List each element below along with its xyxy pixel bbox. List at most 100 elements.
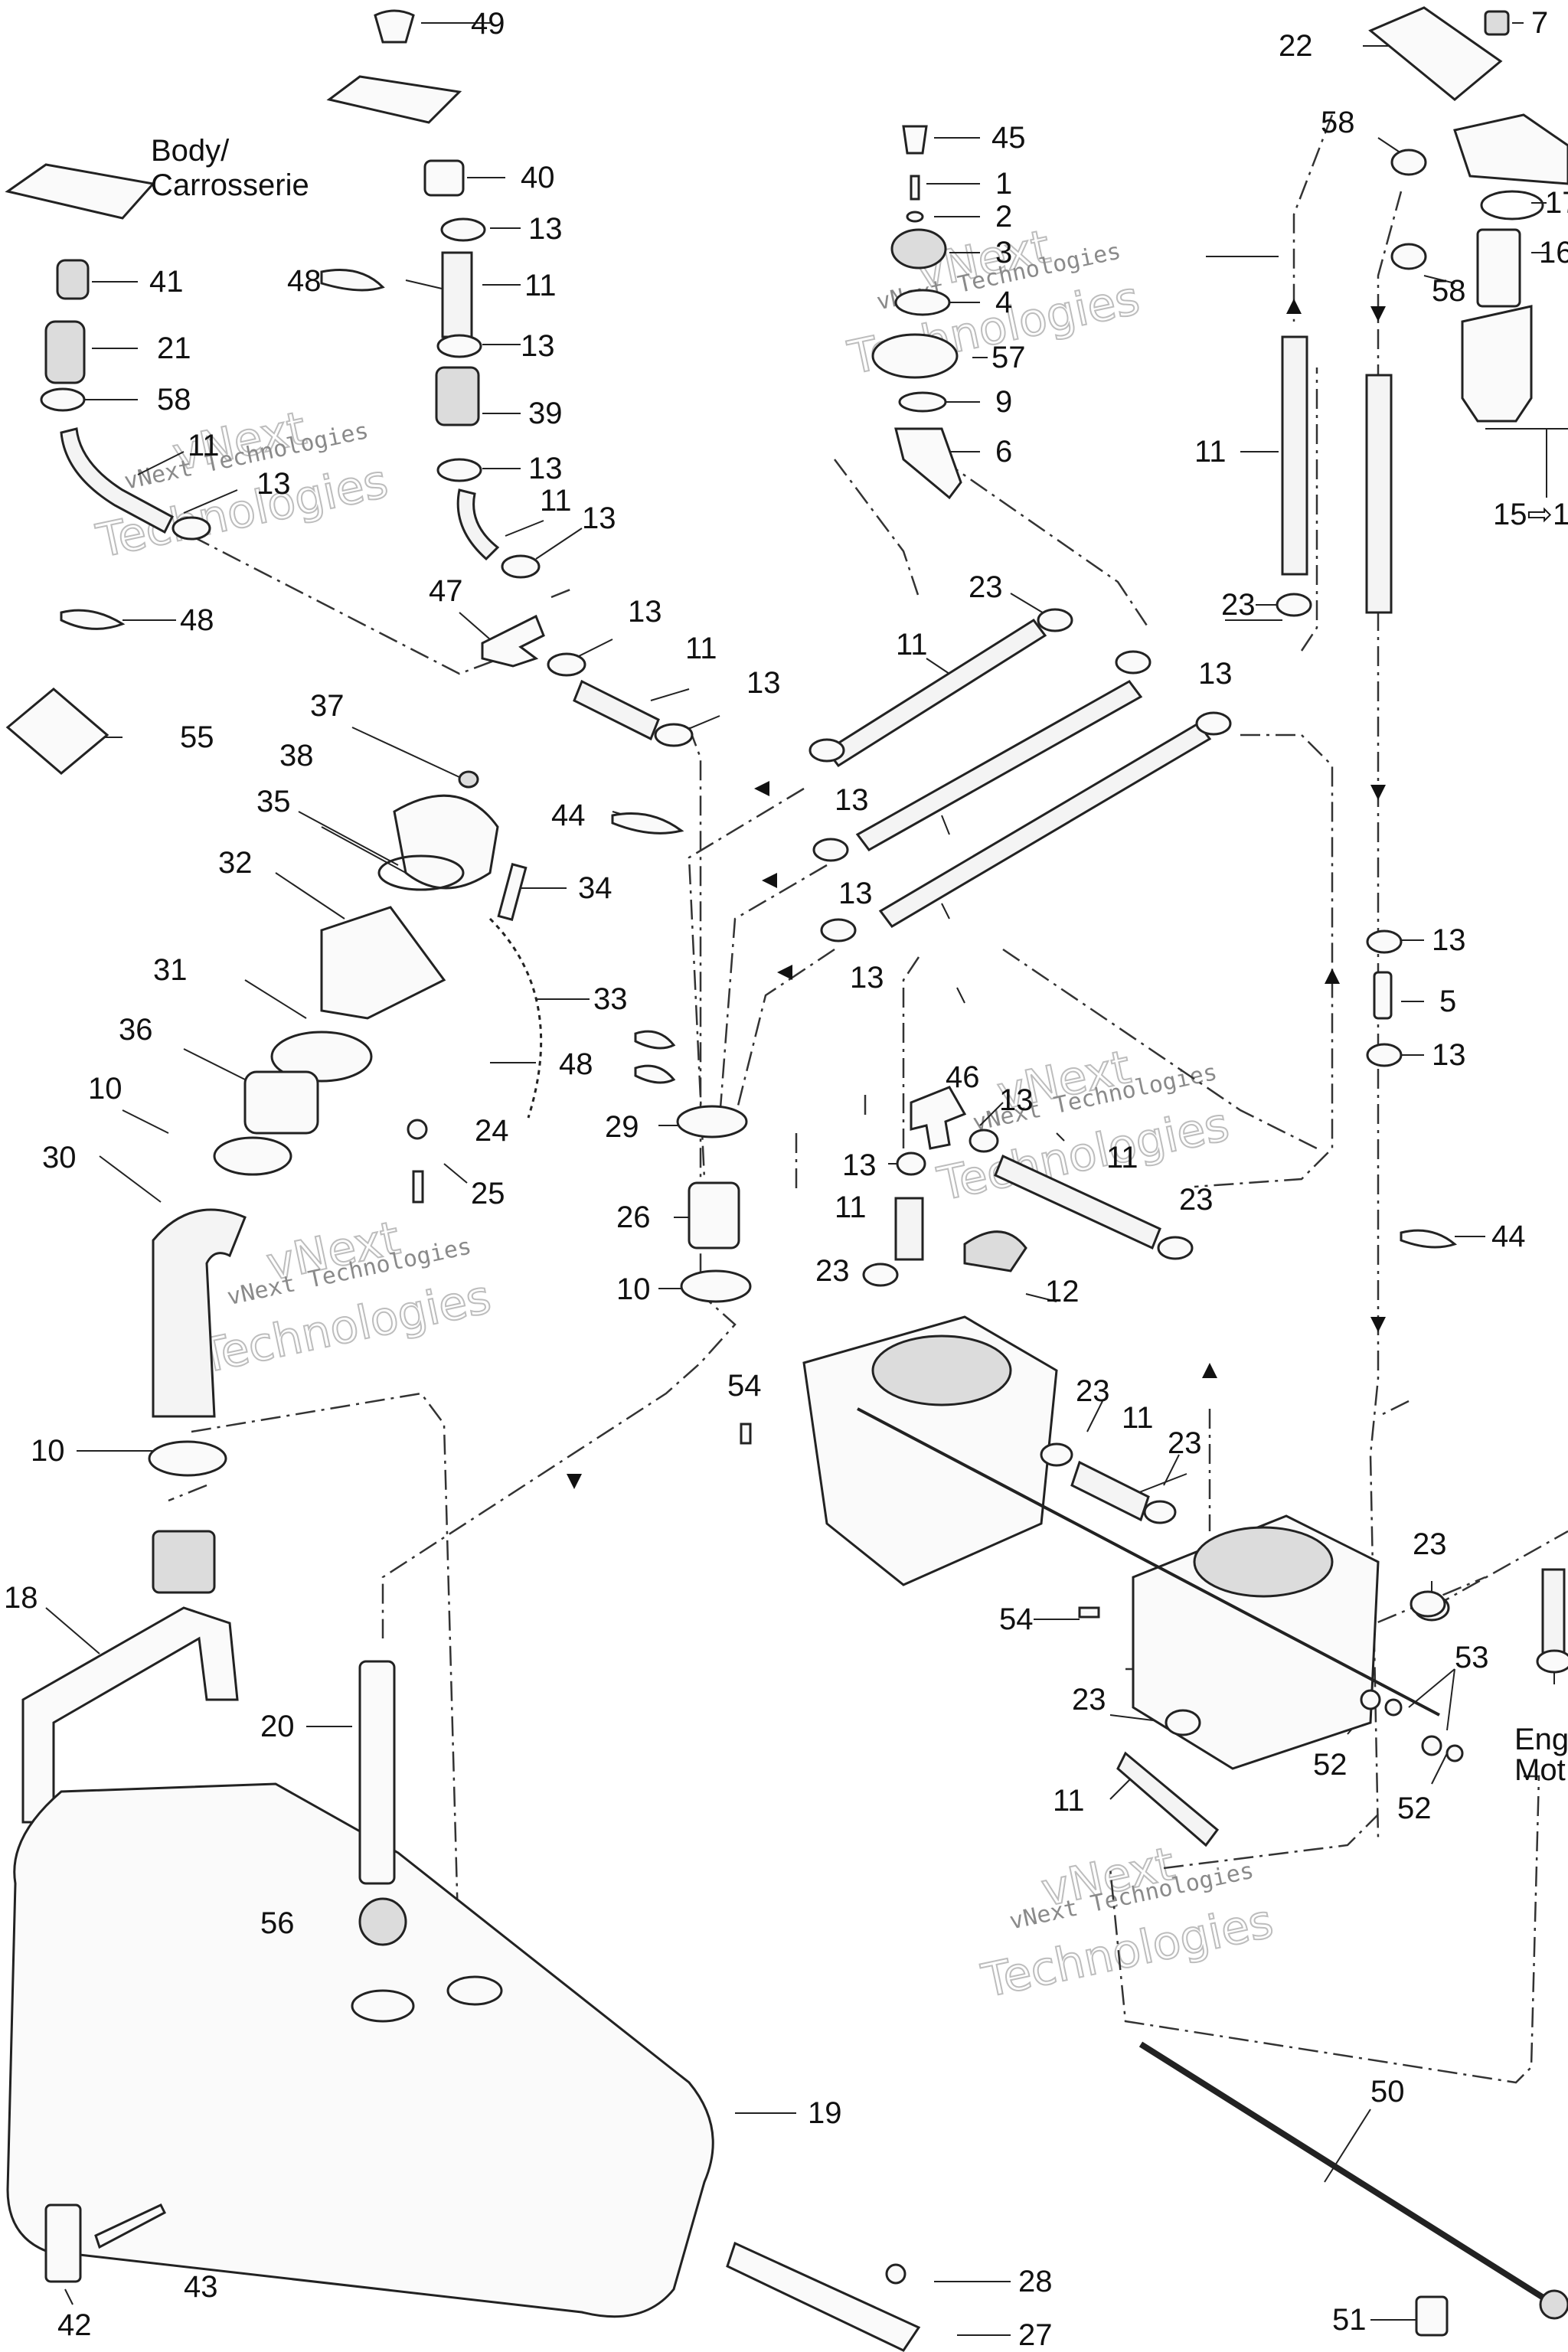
carburetor-throat [1193,1526,1334,1598]
body-plate [5,163,155,220]
fuel-filter-head [1453,113,1568,185]
callout: 11 [1053,1784,1085,1818]
callout: 40 [521,161,555,194]
filler-neck-32 [320,906,446,1020]
pin-54 [1078,1606,1100,1619]
callout: 1 [995,167,1012,201]
clip-42 [44,2203,82,2283]
callout: 13 [1432,1038,1466,1072]
clamp-13 [820,918,857,942]
plug-37 [458,770,479,789]
valve-6 [894,427,962,500]
knob-3 [890,228,947,270]
body-plate [326,75,462,124]
vent-cap [374,9,415,44]
flow-arrow-down [1370,1317,1386,1332]
pin-54 [740,1423,752,1445]
tie-48 [634,1064,676,1084]
flow-arrow-up [1202,1363,1217,1378]
clamp-23 [1165,1709,1201,1736]
hose-11 [1281,335,1308,576]
callout: 7 [1531,6,1548,40]
callout: 39 [528,397,563,430]
callout: 54 [727,1369,762,1403]
connector [152,1530,216,1594]
flow-arrow-up [1325,969,1340,984]
callout: 58 [1321,106,1355,139]
callout: 23 [1072,1683,1106,1717]
tee-47 [481,614,545,668]
callout: 23 [1179,1183,1214,1217]
washer-2 [906,211,924,223]
cable-50 [1138,2041,1557,2308]
callout: 18 [4,1581,38,1615]
clamp-23 [1040,1442,1073,1467]
callout: 13 [838,877,873,910]
screw-34 [497,863,528,921]
clip-12 [963,1230,1027,1272]
callout: 26 [616,1200,651,1234]
o-ring-35 [377,854,465,891]
gasket-31 [270,1031,373,1083]
grommet-41 [56,259,90,300]
flow-arrow-left [754,781,769,796]
check-valve-21 [44,320,86,384]
clamp-13 [969,1129,999,1153]
o-ring-17 [1480,190,1544,220]
callout: 13 [850,961,884,995]
fuel-flow-lines [168,114,1568,2084]
callout: 11 [1106,1141,1138,1174]
callout: 25 [471,1177,505,1210]
fuel-tank-19 [6,1782,714,2318]
callout: 10 [616,1272,651,1306]
callout: 36 [119,1013,153,1047]
clamp-10 [148,1440,227,1477]
callout: 52 [1397,1792,1432,1825]
hose-30 [152,1208,247,1418]
clamp-13 [440,217,486,242]
callout: 48 [180,603,214,637]
clamp-58 [40,387,86,412]
callout: 13 [1198,657,1233,691]
clamp-13 [808,738,845,763]
callout: 13 [842,1148,877,1182]
nut-7 [1484,10,1510,36]
tie-48 [634,1030,676,1050]
carburetor-throat [871,1334,1012,1406]
callout: 49 [471,7,505,41]
clamp-23 [1410,1590,1446,1618]
callout: 11 [835,1191,867,1224]
grommet-26 [688,1181,740,1250]
callout: 53 [1455,1641,1489,1674]
leader-lines [45,22,1568,2336]
hose-11 [894,1197,924,1261]
callout: 41 [149,265,184,299]
o-ring-9 [898,391,947,413]
callout: 13 [999,1083,1034,1117]
rivet-43 [94,2203,166,2249]
callout: 11 [1122,1401,1154,1435]
hose-11 [994,1154,1161,1250]
callout: 28 [1018,2265,1053,2298]
callout: 57 [991,341,1026,374]
clamp-13 [436,458,482,482]
callout: 23 [1168,1426,1202,1460]
callout: 24 [475,1114,509,1148]
part-shapes [5,6,1568,2352]
hose-11 [1070,1460,1150,1522]
callout: 55 [180,720,214,754]
callout: 52 [1313,1748,1348,1782]
clamp-23 [1157,1236,1194,1260]
callout: 10 [88,1072,122,1106]
filter-16 [1476,228,1521,308]
clamp-29 [676,1105,748,1138]
clamp-58 [1390,149,1427,176]
clamp-23 [1115,650,1152,675]
flow-arrow-down [1370,306,1386,322]
callout: 38 [279,739,314,773]
hose-11 [1365,374,1393,614]
filler-cap-38 [393,794,499,890]
washer-24 [407,1119,428,1140]
callout: 11 [1194,435,1227,469]
callout: 3 [995,236,1012,270]
